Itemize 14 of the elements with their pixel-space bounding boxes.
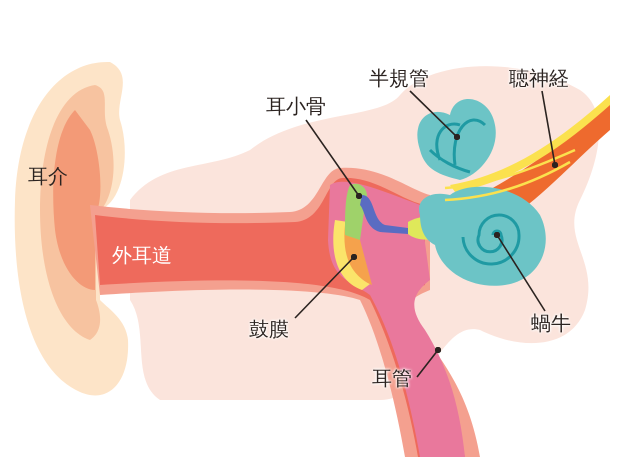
part-label: 耳介	[28, 166, 68, 186]
part-label: 耳小骨	[266, 96, 326, 116]
part-label: 聴神経	[509, 68, 569, 88]
part-label: 蝸牛	[531, 313, 571, 333]
part-label: 半規管	[369, 68, 429, 88]
leader-line	[494, 232, 546, 312]
leader-line	[541, 90, 558, 168]
part-label: 外耳道	[112, 245, 172, 265]
leader-line	[409, 90, 460, 140]
leader-line	[294, 254, 358, 319]
leader-line	[305, 120, 362, 200]
part-label: 鼓膜	[249, 319, 289, 339]
part-label: 耳管	[372, 368, 412, 388]
leader-line	[416, 346, 442, 378]
